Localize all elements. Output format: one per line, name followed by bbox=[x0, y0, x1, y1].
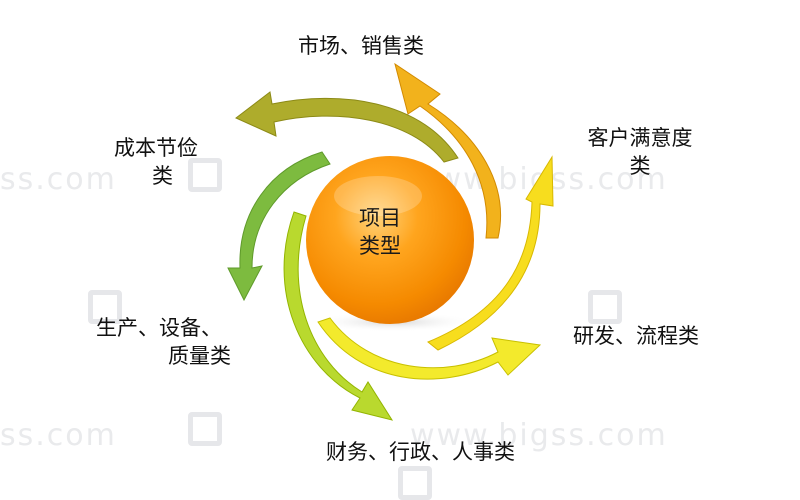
watermark-logo bbox=[188, 412, 222, 446]
arrow-market-sales bbox=[394, 62, 502, 239]
category-label-line: 财务、行政、人事类 bbox=[326, 440, 515, 464]
center-label-line2: 类型 bbox=[359, 234, 401, 258]
category-label-customer-satisfaction: 客户满意度 类 bbox=[580, 124, 700, 180]
watermark-text: ss.com bbox=[0, 418, 117, 453]
category-label-line: 市场、销售类 bbox=[298, 34, 424, 58]
category-label-finance-admin-hr: 财务、行政、人事类 bbox=[326, 438, 515, 466]
watermark-text: ss.com bbox=[0, 162, 117, 197]
watermark-logo bbox=[588, 290, 622, 324]
category-label-cost-saving: 成本节俭 类 bbox=[114, 134, 198, 190]
arrow-production-equipment-quality bbox=[227, 151, 331, 302]
category-label-line: 成本节俭 bbox=[114, 136, 198, 160]
watermark-logo bbox=[398, 466, 432, 500]
category-label-line: 类 bbox=[152, 164, 173, 188]
category-label-rnd-process: 研发、流程类 bbox=[573, 322, 699, 350]
category-label-line: 生产、设备、 bbox=[96, 316, 222, 340]
category-label-line: 研发、流程类 bbox=[573, 324, 699, 348]
sphere-highlight bbox=[334, 176, 422, 216]
arrow-rnd-process bbox=[317, 317, 542, 380]
category-label-line: 质量类 bbox=[168, 344, 231, 368]
category-label-line: 客户满意度 bbox=[587, 126, 693, 150]
watermark-logo bbox=[88, 290, 122, 324]
center-sphere bbox=[306, 156, 474, 324]
center-label-line1: 项目 bbox=[359, 206, 401, 230]
watermark-logo bbox=[188, 158, 222, 192]
category-label-market-sales: 市场、销售类 bbox=[298, 32, 424, 60]
center-label: 项目 类型 bbox=[340, 204, 420, 260]
category-label-line: 类 bbox=[629, 154, 651, 178]
arrow-finance-admin-hr bbox=[283, 211, 394, 421]
category-label-production-equipment-quality: 生产、设备、 质量类 bbox=[96, 314, 231, 370]
arrow-cost-saving bbox=[235, 91, 459, 163]
arrow-customer-satisfaction bbox=[427, 155, 554, 351]
watermark-text: www.bigss.com bbox=[410, 418, 668, 453]
